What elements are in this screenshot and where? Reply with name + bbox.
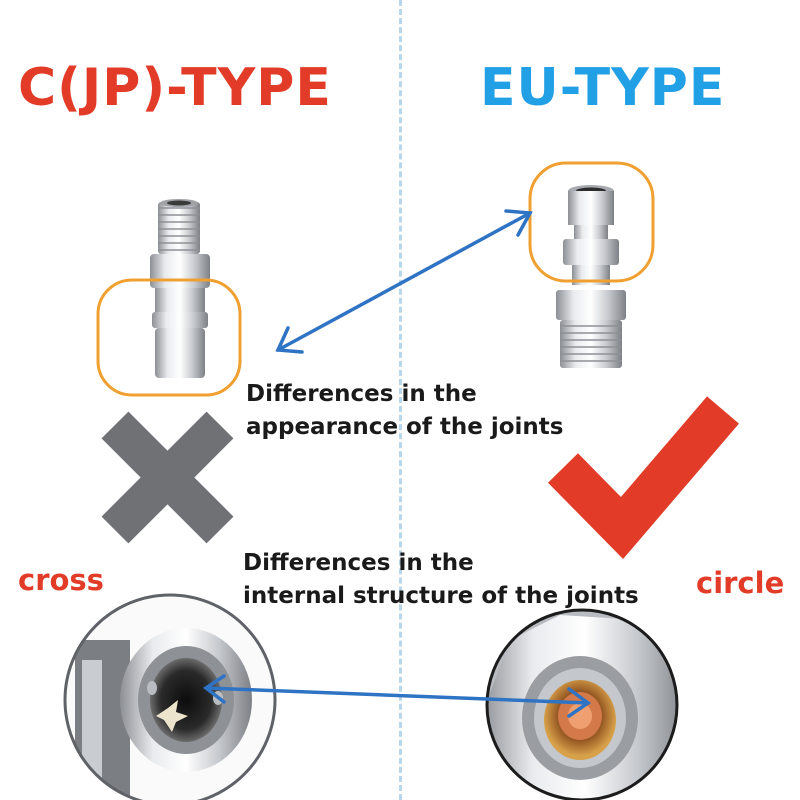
eu-type-plug xyxy=(528,161,655,368)
cross-mark-icon xyxy=(101,411,234,544)
caption-internal-line-1: Differences in the xyxy=(243,550,474,576)
caption-appearance-line-2: appearance of the joints xyxy=(246,414,564,440)
check-mark-icon xyxy=(548,396,739,560)
title-jp-type: C(JP)-TYPE xyxy=(18,58,332,118)
jp-socket-closeup xyxy=(63,593,277,800)
label-cross: cross xyxy=(18,563,104,597)
center-divider xyxy=(399,0,402,800)
appearance-arrow xyxy=(275,209,533,354)
label-circle: circle xyxy=(696,566,785,600)
caption-appearance-line-1: Differences in the xyxy=(246,381,477,407)
title-eu-type: EU-TYPE xyxy=(480,58,726,118)
caption-internal: Differences in the internal structure of… xyxy=(243,547,639,613)
caption-internal-line-2: internal structure of the joints xyxy=(243,583,639,609)
jp-type-plug xyxy=(96,199,242,397)
internal-arrow xyxy=(203,674,592,718)
caption-appearance: Differences in the appearance of the joi… xyxy=(246,378,563,444)
